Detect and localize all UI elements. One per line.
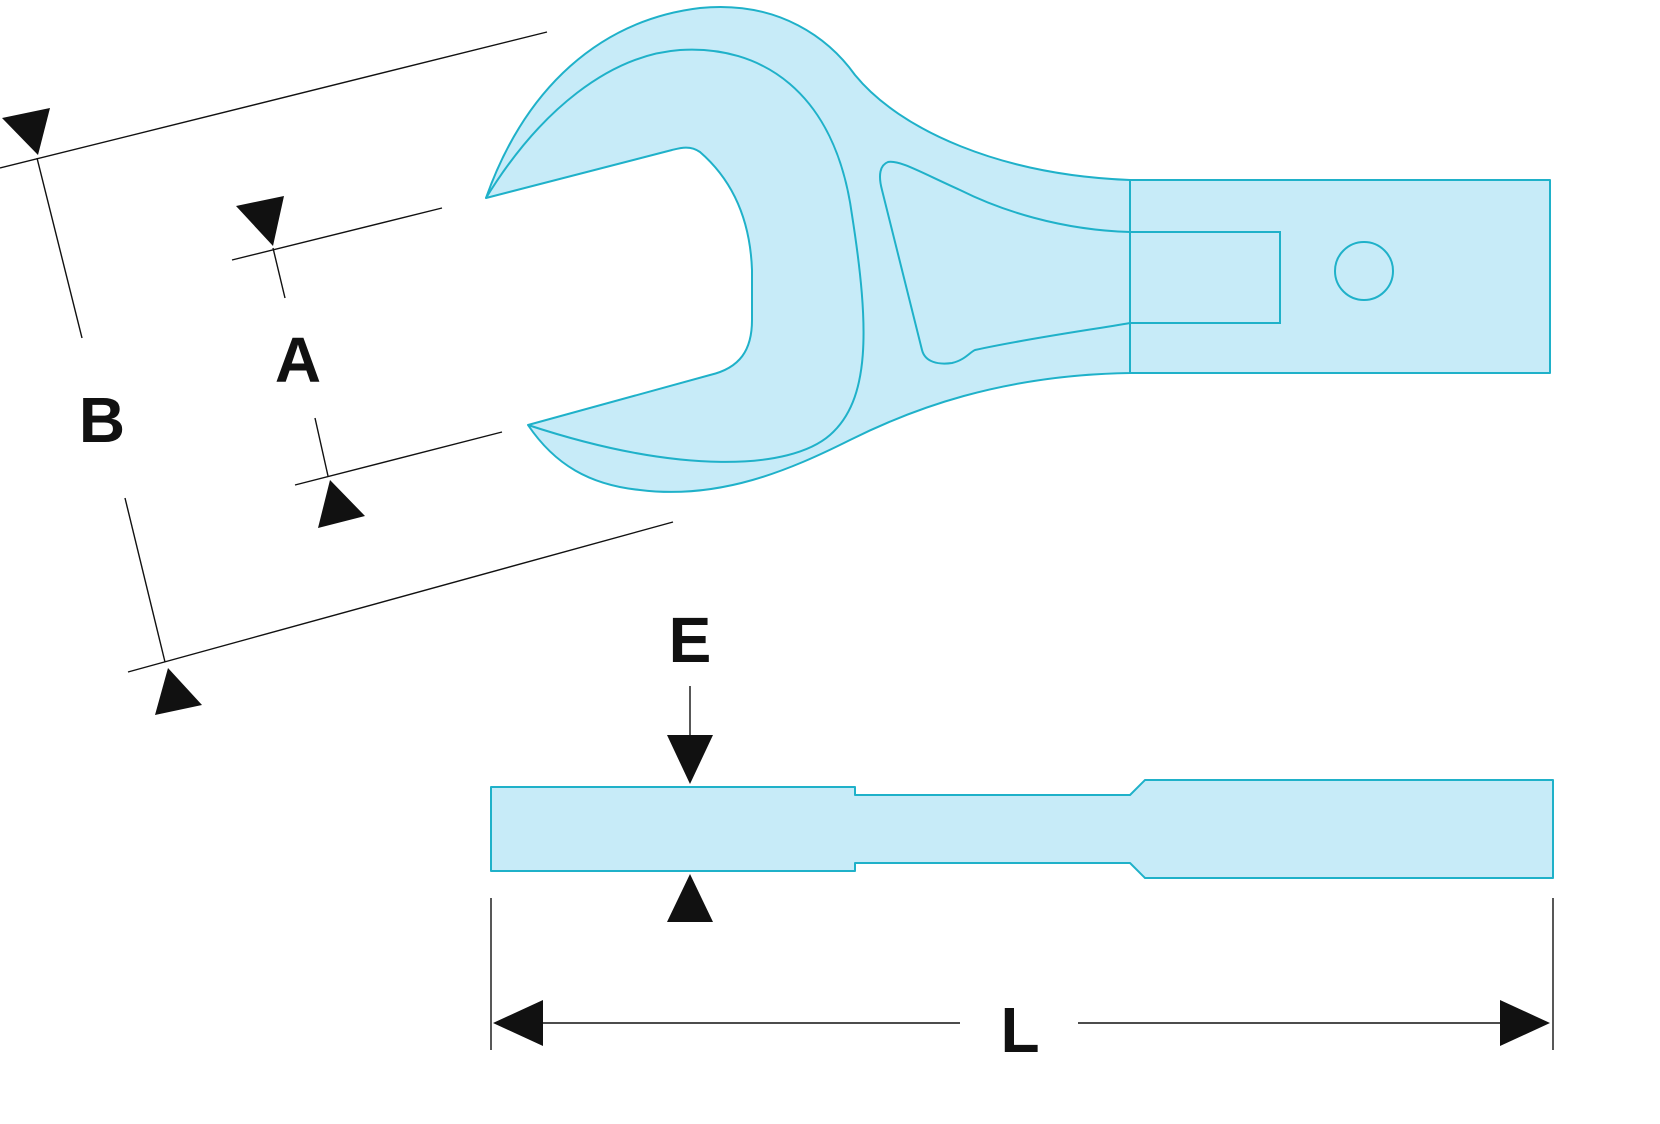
b-arrow-bottom — [155, 668, 202, 715]
l-arrow-left — [493, 1000, 543, 1046]
l-arrow-right — [1500, 1000, 1550, 1046]
a-extension-bottom — [294, 431, 503, 486]
wrench-shank — [1129, 179, 1551, 374]
wrench-side-view — [490, 779, 1554, 879]
b-extension-top — [0, 31, 548, 169]
wrench-top-view — [485, 6, 1551, 493]
b-label: B — [79, 384, 125, 456]
a-arrow-top — [236, 196, 284, 246]
a-label: A — [275, 324, 321, 396]
wrench-neck-recess — [879, 160, 1281, 365]
dimension-a: A — [231, 196, 503, 528]
dimension-b: B — [0, 31, 674, 715]
b-dimension-line-upper — [36, 157, 83, 339]
a-arrow-bottom — [318, 480, 365, 528]
a-extension-top — [231, 207, 443, 261]
b-dimension-line-lower — [124, 497, 166, 663]
e-arrow-top — [667, 735, 713, 784]
a-dimension-line-lower — [314, 417, 329, 477]
dimension-l: L — [490, 898, 1554, 1066]
wrench-jaw-contour — [485, 48, 865, 463]
b-arrow-top — [2, 108, 50, 155]
wrench-head — [485, 6, 1131, 493]
a-dimension-line-upper — [272, 247, 286, 299]
shank-pin-hole — [1334, 241, 1394, 301]
dimension-e: E — [667, 604, 713, 922]
b-extension-bottom — [127, 521, 674, 673]
l-label: L — [1000, 994, 1039, 1066]
e-arrow-bottom — [667, 874, 713, 922]
wrench-side-profile — [490, 779, 1554, 879]
e-label: E — [669, 604, 712, 676]
